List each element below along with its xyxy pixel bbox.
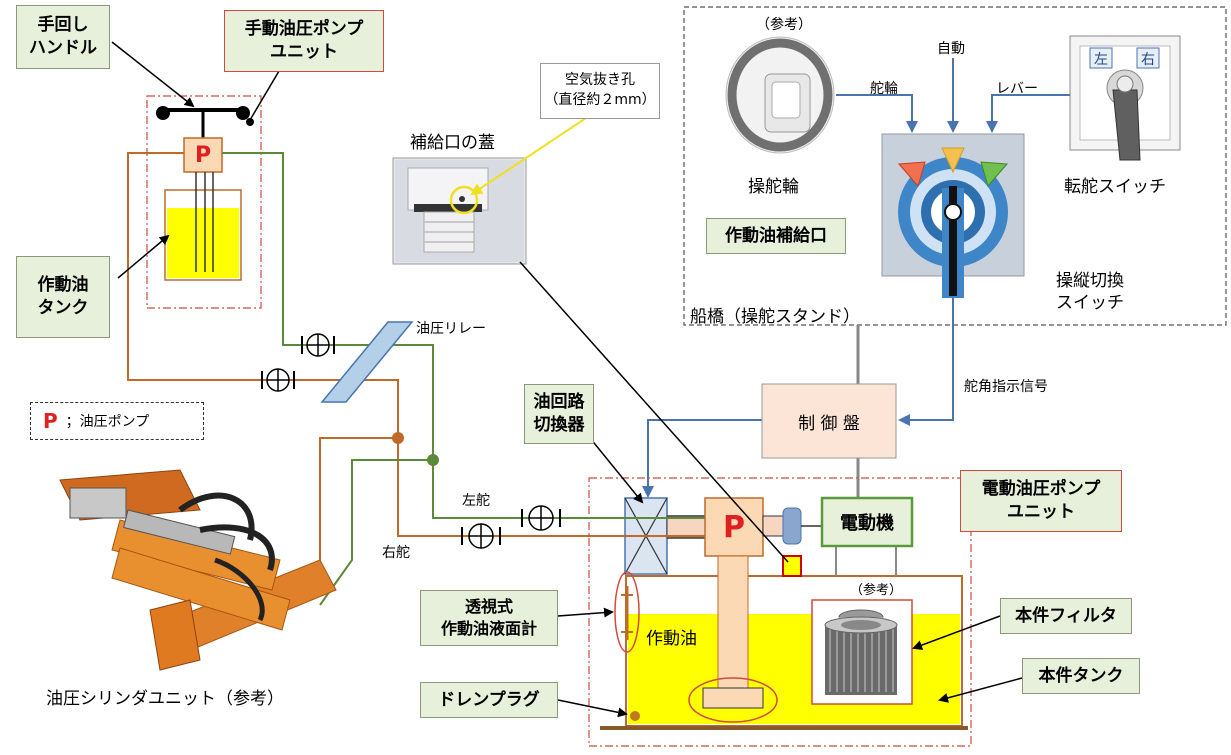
pump-legend-symbol: P bbox=[43, 409, 58, 433]
cylinder-unit-label: 油圧シリンダユニット（参考） bbox=[46, 689, 284, 709]
oil-tank-label: 作動油 タンク bbox=[16, 256, 110, 338]
rudder-angle-signal-label: 舵角指示信号 bbox=[964, 379, 1048, 395]
switch-left-label: 左 bbox=[1094, 52, 1108, 68]
suction-filter bbox=[702, 687, 764, 709]
reference-top-label: （参考） bbox=[756, 17, 812, 33]
electric-pump-unit-label: 電動油圧ポンプ ユニット bbox=[960, 470, 1122, 532]
circuit-switch-callout-arrow bbox=[589, 437, 644, 504]
bridge-label: 船橋（操舵スタンド） bbox=[690, 307, 860, 327]
pump-legend-text: ；油圧ポンプ bbox=[65, 414, 150, 430]
manual-pump-unit-label: 手動油圧ポンプ ユニット bbox=[224, 10, 384, 72]
manual-pump-p-label: P bbox=[194, 142, 212, 168]
valve-symbol-lower-manual bbox=[261, 368, 295, 392]
control-switch-illustration bbox=[881, 133, 1025, 298]
tank-callout-arrow bbox=[117, 234, 170, 279]
lever-signal-arrow bbox=[986, 94, 1070, 133]
electric-pump-frame bbox=[588, 477, 972, 747]
level-gauge-highlight bbox=[614, 571, 640, 653]
drain-plug-label: ドレンプラグ bbox=[420, 682, 558, 718]
drain-callout-arrow bbox=[557, 699, 628, 718]
left-rudder-label: 左舵 bbox=[462, 493, 490, 509]
working-oil-label: 作動油 bbox=[646, 629, 697, 649]
valve-symbol-right-rudder bbox=[461, 523, 501, 549]
gauge-label: 透視式 作動油液面計 bbox=[420, 590, 558, 646]
air-vent-label: 空気抜き孔 （直径約２mm） bbox=[540, 63, 660, 119]
steering-wheel-label: 操舵輪 bbox=[748, 177, 799, 197]
panel-to-switch-arrow bbox=[642, 419, 762, 498]
control-panel-label: 制 御 盤 bbox=[798, 413, 860, 434]
drain-plug bbox=[630, 711, 640, 721]
cap-to-tank-line bbox=[519, 261, 789, 563]
wheel-arrow-label: 舵輪 bbox=[870, 81, 898, 97]
tank-label-callout-arrow bbox=[938, 677, 1023, 703]
vent-hole-arrow bbox=[470, 117, 587, 196]
pump-legend: P ；油圧ポンプ bbox=[30, 402, 204, 440]
manual-pump-frame bbox=[146, 95, 262, 309]
motor-label: 電動機 bbox=[840, 513, 894, 534]
filter-label: 本件フィルタ bbox=[1000, 598, 1132, 634]
steer-switch-label: 転舵スイッチ bbox=[1064, 177, 1166, 197]
valve-symbol-upper-manual bbox=[301, 333, 335, 357]
fill-cap-photo bbox=[392, 157, 527, 265]
lever-arrow-label: レバー bbox=[996, 81, 1038, 97]
filter-callout-arrow bbox=[912, 615, 1001, 650]
wheel-signal-arrow bbox=[836, 94, 918, 133]
green-pipe-manual bbox=[222, 152, 434, 606]
green-pipe-electric bbox=[432, 460, 705, 519]
filter-photo bbox=[811, 599, 913, 705]
steer-switch-illustration bbox=[1069, 35, 1181, 161]
circuit-switch-label: 油回路 切換器 bbox=[524, 384, 594, 444]
brown-pipe-electric bbox=[397, 438, 705, 537]
auto-label: 自動 bbox=[937, 41, 965, 57]
motor-box bbox=[820, 496, 914, 548]
pump-p-label: P bbox=[723, 509, 745, 545]
cylinder-unit-illustration bbox=[59, 469, 337, 671]
hand-handle-label: 手回し ハンドル bbox=[16, 5, 110, 69]
valve-symbol-left-rudder bbox=[521, 505, 561, 531]
filter-highlight bbox=[688, 677, 778, 723]
tank-label: 本件タンク bbox=[1022, 658, 1140, 694]
rudder-angle-signal-arrow bbox=[898, 298, 954, 426]
manual-pump-box bbox=[183, 137, 223, 173]
bridge-frame bbox=[683, 6, 1227, 326]
brown-pipe-manual bbox=[127, 152, 399, 601]
reference-filter-label: （参考） bbox=[850, 583, 903, 598]
gauge-callout-arrow bbox=[557, 607, 614, 618]
steering-wheel-illustration bbox=[725, 36, 835, 154]
oil-fill-port-label: 作動油補給口 bbox=[706, 218, 846, 254]
relay-symbol bbox=[320, 321, 414, 403]
control-switch-label: 操縦切換 スイッチ bbox=[1056, 271, 1124, 314]
relay-label: 油圧リレー bbox=[416, 321, 486, 337]
control-panel-box bbox=[761, 383, 897, 459]
switch-right-label: 右 bbox=[1141, 52, 1155, 68]
right-rudder-label: 右舵 bbox=[382, 545, 410, 561]
coupling bbox=[782, 507, 802, 545]
manual-unit-callout-line bbox=[249, 65, 283, 121]
fill-cap-label: 補給口の蓋 bbox=[410, 133, 495, 153]
handle-callout-arrow bbox=[111, 41, 195, 108]
